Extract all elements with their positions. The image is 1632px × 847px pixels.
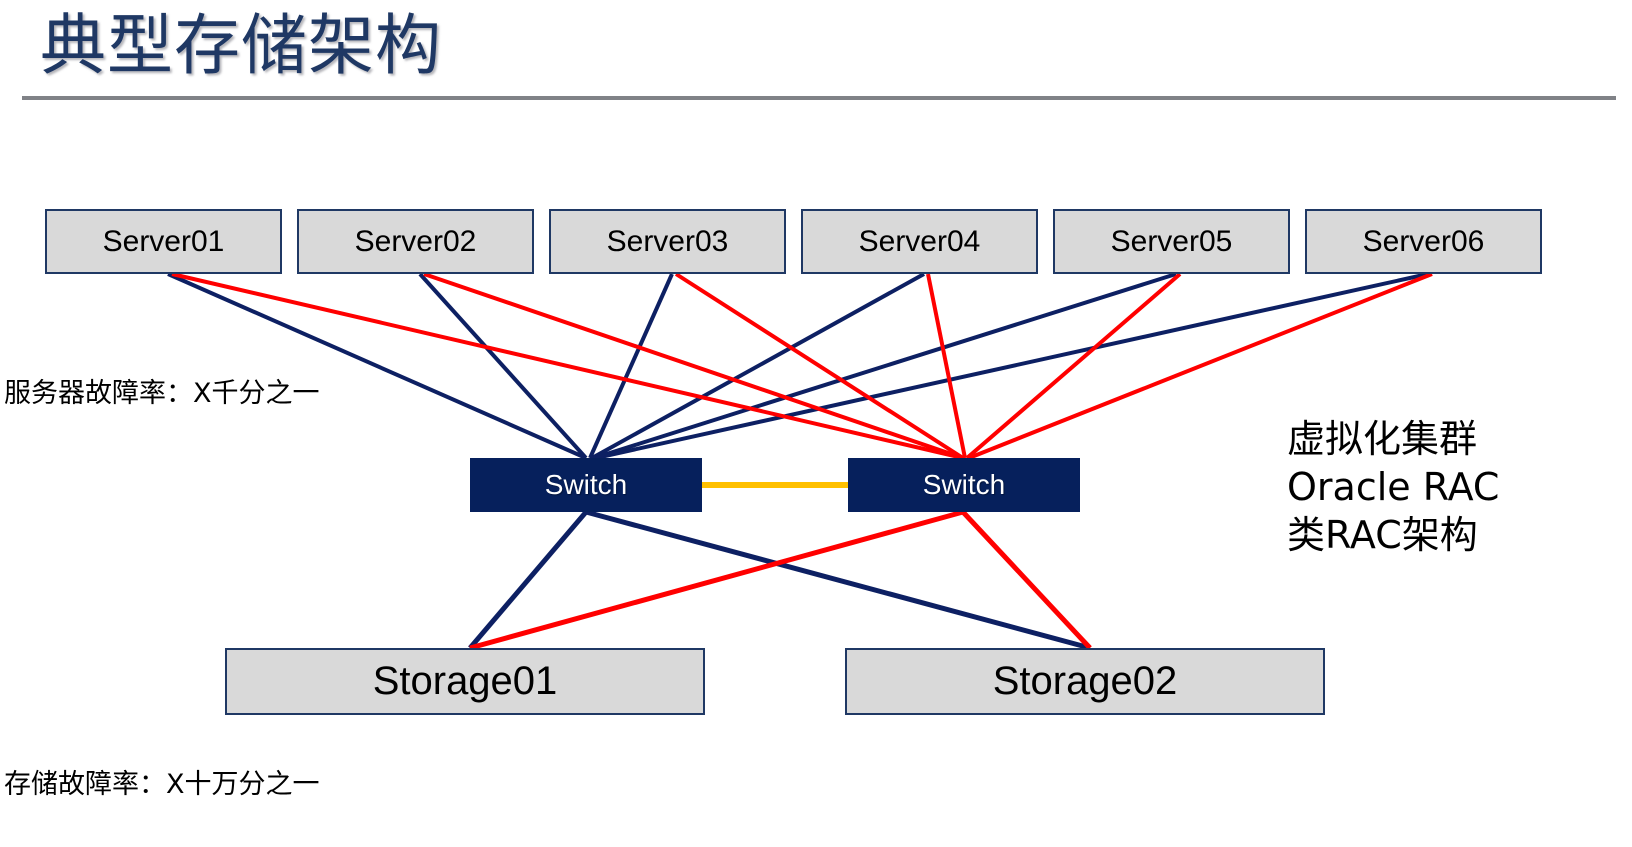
server-node-2[interactable]: Server02 <box>297 209 534 274</box>
switch-node-right-label: Switch <box>922 469 1006 500</box>
link-server-right-switch-3 <box>674 272 965 460</box>
links-servers-to-left-switch <box>167 272 1429 460</box>
cluster-note-line-1: 虚拟化集群 <box>1287 417 1478 461</box>
cluster-notes-block: 虚拟化集群 Oracle RAC 类RAC架构 <box>1287 415 1499 559</box>
server-node-2-label: Server02 <box>354 224 477 258</box>
links-servers-to-right-switch <box>171 272 1433 460</box>
server-node-6-label: Server06 <box>1362 224 1485 258</box>
link-server-right-switch-4 <box>926 273 967 459</box>
server-node-5-label: Server05 <box>1110 224 1233 258</box>
links-right-switch-to-storage <box>469 509 1092 651</box>
link-server-right-switch-5 <box>965 272 1182 460</box>
server-failure-rate-label: 服务器故障率：X千分之一 <box>4 378 320 409</box>
link-server-left-switch-3 <box>588 273 674 459</box>
switch-node-left[interactable]: Switch <box>470 458 702 512</box>
server-node-4[interactable]: Server04 <box>801 209 1038 274</box>
storage-node-2[interactable]: Storage02 <box>845 648 1325 715</box>
storage-node-2-label: Storage02 <box>992 659 1178 703</box>
cluster-note-line-2: Oracle RAC <box>1287 465 1500 509</box>
server-node-4-label: Server04 <box>858 224 981 258</box>
link-right-switch-storage-1 <box>469 509 964 651</box>
links-left-switch-to-storage <box>468 509 1091 651</box>
server-node-6[interactable]: Server06 <box>1305 209 1542 274</box>
link-server-left-switch-2 <box>418 272 588 460</box>
link-server-left-switch-5 <box>593 272 1177 460</box>
link-server-right-switch-2 <box>423 272 964 460</box>
title-divider <box>22 96 1616 100</box>
link-right-switch-storage-2 <box>961 510 1092 650</box>
link-server-left-switch-1 <box>167 272 587 460</box>
storage-node-1-label: Storage01 <box>372 659 558 703</box>
switch-node-right[interactable]: Switch <box>848 458 1080 512</box>
page-title: 典型存储架构 <box>40 7 442 84</box>
server-node-1-label: Server01 <box>102 224 225 258</box>
server-node-3[interactable]: Server03 <box>549 209 786 274</box>
server-node-1[interactable]: Server01 <box>45 209 282 274</box>
link-server-right-switch-1 <box>171 272 964 460</box>
link-left-switch-storage-1 <box>468 510 588 650</box>
link-server-left-switch-4 <box>591 272 925 460</box>
storage-failure-rate-label: 存储故障率：X十万分之一 <box>4 769 320 800</box>
link-server-right-switch-6 <box>968 272 1433 460</box>
cluster-note-line-3: 类RAC架构 <box>1287 513 1478 557</box>
storage-node-1[interactable]: Storage01 <box>225 648 705 715</box>
switch-node-left-label: Switch <box>544 469 628 500</box>
server-node-5[interactable]: Server05 <box>1053 209 1290 274</box>
server-node-3-label: Server03 <box>606 224 729 258</box>
link-server-left-switch-6 <box>595 272 1429 460</box>
link-left-switch-storage-2 <box>585 509 1091 651</box>
